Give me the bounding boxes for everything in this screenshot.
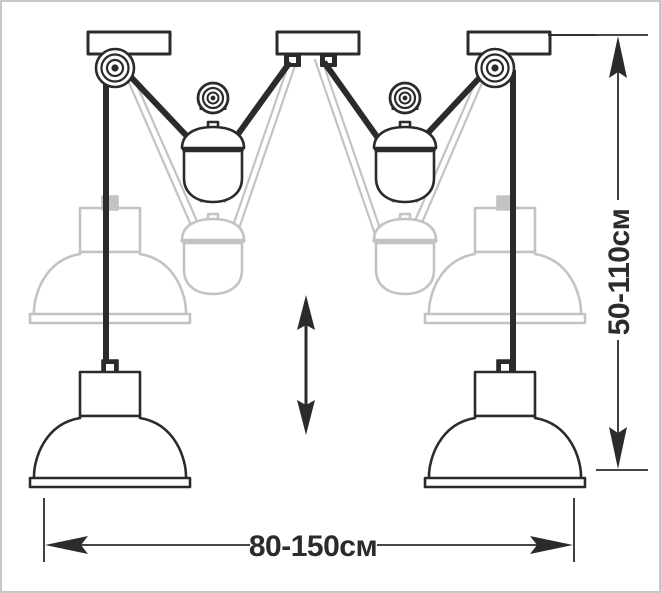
vdim-arrow-bottom	[609, 427, 627, 469]
counterweight-right	[372, 81, 438, 204]
ghost-cable-left	[124, 58, 299, 248]
main-layer	[28, 30, 587, 489]
hdim-arrow-right	[530, 536, 573, 554]
lamp-right	[423, 359, 587, 489]
horizontal-dimension-label: 80-150см	[249, 530, 377, 563]
pulley-right	[474, 47, 516, 89]
lamp-left	[28, 359, 192, 489]
vdim-arrow-top	[609, 36, 627, 78]
cable-right-diagonal-up	[321, 60, 388, 150]
height-adjust-arrow	[297, 295, 315, 435]
horizontal-dimension: 80-150см	[43, 498, 575, 563]
ceiling-plate-center	[275, 30, 361, 67]
vertical-dimension: 50-110см	[548, 34, 648, 471]
vertical-dimension-label: 50-110см	[603, 209, 636, 336]
hdim-arrow-left	[45, 536, 88, 554]
counterweight-left	[180, 81, 246, 204]
ghost-cable-right	[313, 58, 487, 248]
pulley-left	[94, 47, 136, 89]
